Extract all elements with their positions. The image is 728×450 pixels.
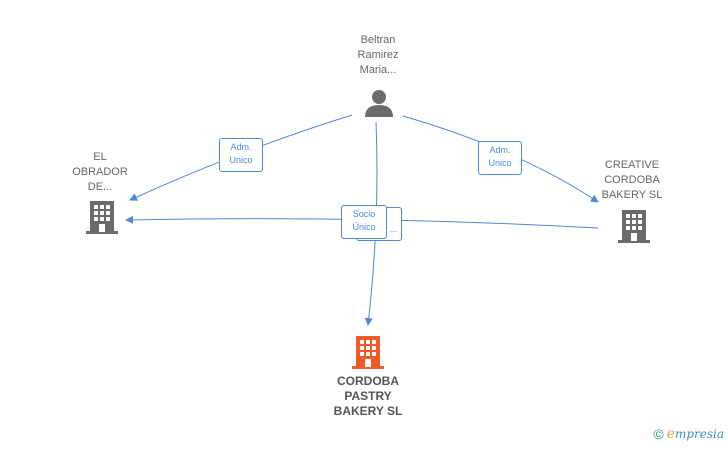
building-icon[interactable]	[86, 199, 118, 235]
edge-label-line: Unico	[488, 158, 512, 168]
building-icon[interactable]	[352, 334, 384, 370]
edge-label-adm-unico-right[interactable]: Adm. Unico	[478, 141, 522, 175]
edge-label-line: Adm.	[489, 145, 511, 155]
brand-initial: e	[666, 426, 675, 442]
person-icon[interactable]	[364, 88, 394, 118]
obrador-label[interactable]: EL OBRADOR DE...	[72, 151, 128, 193]
edge-label-adm-unico-left[interactable]: Adm. Unico	[219, 138, 263, 172]
edge-label-line: Único	[352, 222, 376, 232]
edge-label-line: Unico	[229, 155, 253, 165]
person-label[interactable]: Beltran Ramirez Maria...	[357, 34, 399, 76]
building-icon[interactable]	[618, 208, 650, 244]
edge-label-line: Adm.	[230, 142, 252, 152]
empresia-logo[interactable]: © empresia	[653, 426, 724, 442]
edge-label-line: ...	[389, 224, 397, 234]
copyright-icon: ©	[653, 426, 664, 442]
cordoba-pastry-label[interactable]: CORDOBA PASTRY BAKERY SL	[333, 374, 403, 418]
edge-label-socio-unico[interactable]: Socio Único	[341, 205, 387, 239]
edge-label-line: Socio	[352, 209, 376, 219]
brand-name: mpresia	[674, 427, 724, 441]
creative-label[interactable]: CREATIVE CORDOBA BAKERY SL	[601, 159, 663, 201]
